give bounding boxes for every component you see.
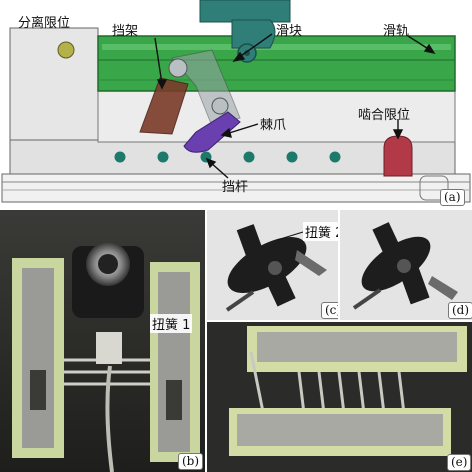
slider-top-shape: [199, 0, 291, 23]
panel-e-photo: (e): [207, 322, 472, 472]
stop-rod-dot: [243, 151, 255, 163]
label-slider: 滑块: [276, 24, 303, 39]
pawl-assembly-c: [227, 237, 307, 293]
base-block: [9, 139, 456, 177]
label-torsion-spring-1: 扭簧 1: [150, 314, 193, 333]
stop-rod-dot: [286, 151, 298, 163]
torsion-spring-1: [96, 332, 122, 364]
label-ratchet-pawl: 棘爪: [260, 118, 287, 133]
panel-a-cad-diagram: 分离限位 挡架 滑块 滑轨 棘爪 啮合限位 挡杆 (a): [0, 0, 472, 208]
separation-limit-shape: [57, 41, 75, 59]
label-slide-rail: 滑轨: [383, 24, 410, 39]
panel-c-photo: 扭簧 2 (c): [207, 210, 338, 320]
label-separation-limit: 分离限位: [18, 16, 71, 31]
stop-rod-dot: [329, 151, 341, 163]
panel-d-tag: (d): [448, 302, 472, 319]
panel-d-photo: (d): [340, 210, 472, 320]
label-stopper-frame: 挡架: [112, 24, 139, 39]
stop-rod-dot: [114, 151, 126, 163]
panel-b-tag: (b): [178, 453, 204, 470]
panel-c-tag: (c): [321, 302, 338, 319]
stopper-frame-shape: [139, 77, 189, 135]
panel-b-photo: 扭簧 1 (b): [0, 210, 205, 472]
engagement-limit-shape: [383, 135, 413, 177]
panel-e-tag: (e): [447, 454, 472, 471]
panel-a-tag: (a): [440, 189, 465, 206]
mechanism-drawing: [1, 0, 471, 203]
label-stop-rod: 挡杆: [222, 180, 249, 195]
label-torsion-spring-2: 扭簧 2: [303, 222, 338, 241]
label-engagement-limit: 啮合限位: [358, 108, 411, 123]
pawl-assembly-d: [361, 236, 431, 292]
stop-rod-dot: [157, 151, 169, 163]
base-plate: [1, 173, 471, 203]
